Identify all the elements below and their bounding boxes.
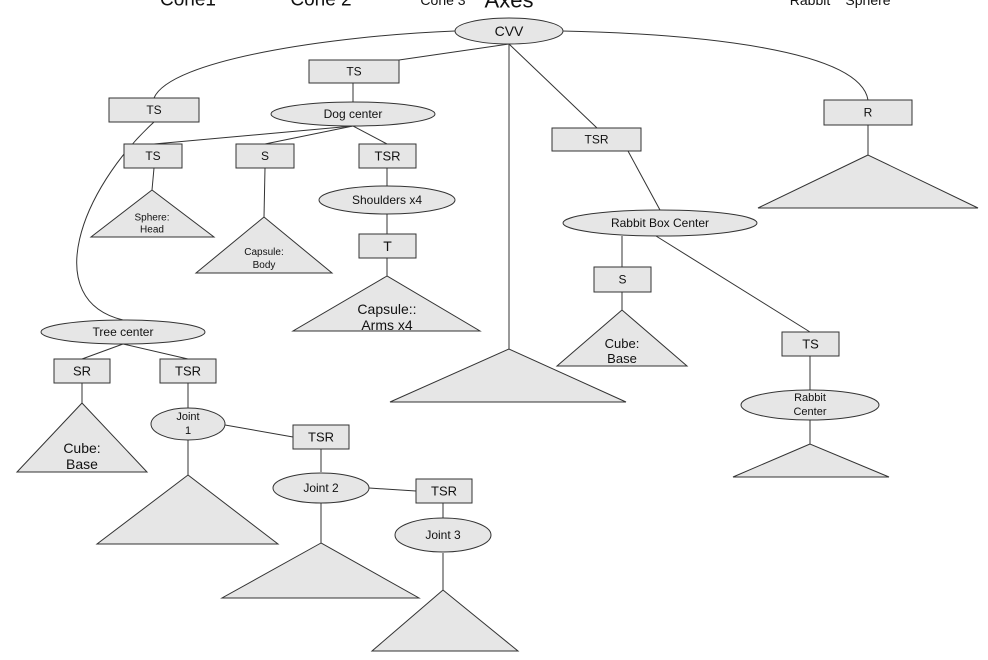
joint2-label: Joint 2 — [303, 481, 339, 495]
rabbit-box-center-ellipse — [562, 209, 758, 237]
tsr-joint2-box — [292, 424, 350, 450]
rabbit-center-ellipse — [740, 389, 880, 421]
cone2-triangle — [220, 542, 421, 599]
cube-base-tree-label: Cube:Base — [63, 440, 100, 472]
capsule-arms-triangle — [291, 275, 482, 332]
rabbit-label: Rabbit — [790, 0, 831, 8]
tsr-joint3-label: TSR — [431, 484, 457, 499]
joint3-label: Joint 3 — [425, 528, 461, 542]
sr-label: SR — [73, 364, 91, 379]
joint1-ellipse — [150, 407, 226, 441]
cone2-label: Cone 2 — [290, 0, 351, 11]
t-arms-label: T — [383, 238, 392, 254]
joint3-ellipse — [394, 517, 492, 553]
capsule-arms-label: Capsule::Arms x4 — [357, 301, 416, 333]
edge-dog-s — [264, 125, 354, 145]
tsr-joint1-label: TSR — [175, 364, 201, 379]
edge-joint1-tsr2 — [224, 424, 294, 438]
tsr-shoulders-box — [358, 143, 417, 169]
tsr-joint1-box — [159, 358, 217, 384]
edges — [76, 30, 869, 590]
sr-box — [53, 358, 111, 384]
rabbit-triangle — [732, 443, 890, 478]
cube-base-tree-triangle — [15, 402, 149, 473]
shoulders-ellipse — [318, 185, 456, 215]
r-sphere-label: R — [864, 106, 873, 120]
edge-ts-head-sphere — [151, 167, 155, 191]
cone1-label: Cone1 — [160, 0, 216, 11]
axes-triangle — [389, 348, 627, 403]
t-arms-box — [358, 233, 417, 259]
sphere-head-triangle — [89, 189, 216, 238]
edge-cvv-ts-dog — [398, 43, 510, 61]
tree-center-ellipse — [40, 319, 206, 345]
edge-cvv-tsr-rabbit — [508, 43, 598, 129]
cube-base-rabbit-label: Cube:Base — [605, 336, 640, 366]
tsr-joint3-box — [415, 478, 473, 504]
ts-dog-label: TS — [346, 65, 361, 79]
sphere-label: Sphere — [845, 0, 890, 8]
sphere-triangle — [757, 154, 979, 209]
edge-tsr-rabbit-box — [627, 150, 661, 211]
capsule-body-triangle — [194, 216, 334, 274]
axes-label: Axes — [485, 0, 534, 13]
ts-head-box — [123, 143, 183, 169]
tsr-shoulders-label: TSR — [375, 149, 401, 164]
ts-tree-box — [108, 97, 200, 123]
ts-dog-box — [308, 59, 400, 84]
cone3-label: Cone 3 — [420, 0, 465, 8]
cvv-label: CVV — [495, 23, 524, 39]
ts-rabbit-box — [781, 331, 840, 357]
edge-dog-ts-head — [153, 125, 354, 145]
ts-tree-label: TS — [146, 103, 161, 117]
cvv-ellipse — [454, 17, 564, 45]
dog-center-ellipse — [270, 101, 436, 127]
edge-cvv-r — [561, 30, 869, 101]
tree-center-label: Tree center — [93, 325, 154, 339]
edge-s-capsule — [263, 167, 266, 218]
nodes — [15, 17, 979, 652]
edge-tree-sr — [81, 343, 124, 360]
edge-tree-tsr — [122, 343, 189, 360]
s-cube-base-label: S — [618, 273, 626, 287]
s-cube-base-box — [593, 266, 652, 293]
sphere-head-label: Sphere:Head — [134, 213, 169, 236]
tsr-rabbit-box — [551, 127, 642, 152]
ts-rabbit-label: TS — [802, 337, 819, 352]
capsule-body-label: Capsule:Body — [244, 247, 283, 271]
cone3-triangle — [370, 589, 520, 652]
tsr-rabbit-label: TSR — [585, 133, 609, 147]
s-body-box — [235, 143, 295, 169]
cone1-triangle — [95, 474, 280, 545]
s-body-label: S — [261, 149, 269, 163]
r-sphere-box — [823, 99, 913, 126]
edge-joint2-tsr3 — [368, 487, 417, 492]
tsr-joint2-label: TSR — [308, 430, 334, 445]
dog-center-label: Dog center — [324, 107, 383, 121]
cube-base-rabbit-triangle — [555, 309, 689, 367]
ts-head-label: TS — [145, 149, 160, 163]
edge-box-ts-rabbit — [655, 235, 811, 333]
joint2-ellipse — [272, 472, 370, 504]
rabbit-box-center-label: Rabbit Box Center — [611, 216, 709, 230]
edge-dog-tsr — [352, 125, 388, 145]
shoulders-label: Shoulders x4 — [352, 193, 422, 207]
edge-cvv-ts-tree — [153, 30, 456, 99]
